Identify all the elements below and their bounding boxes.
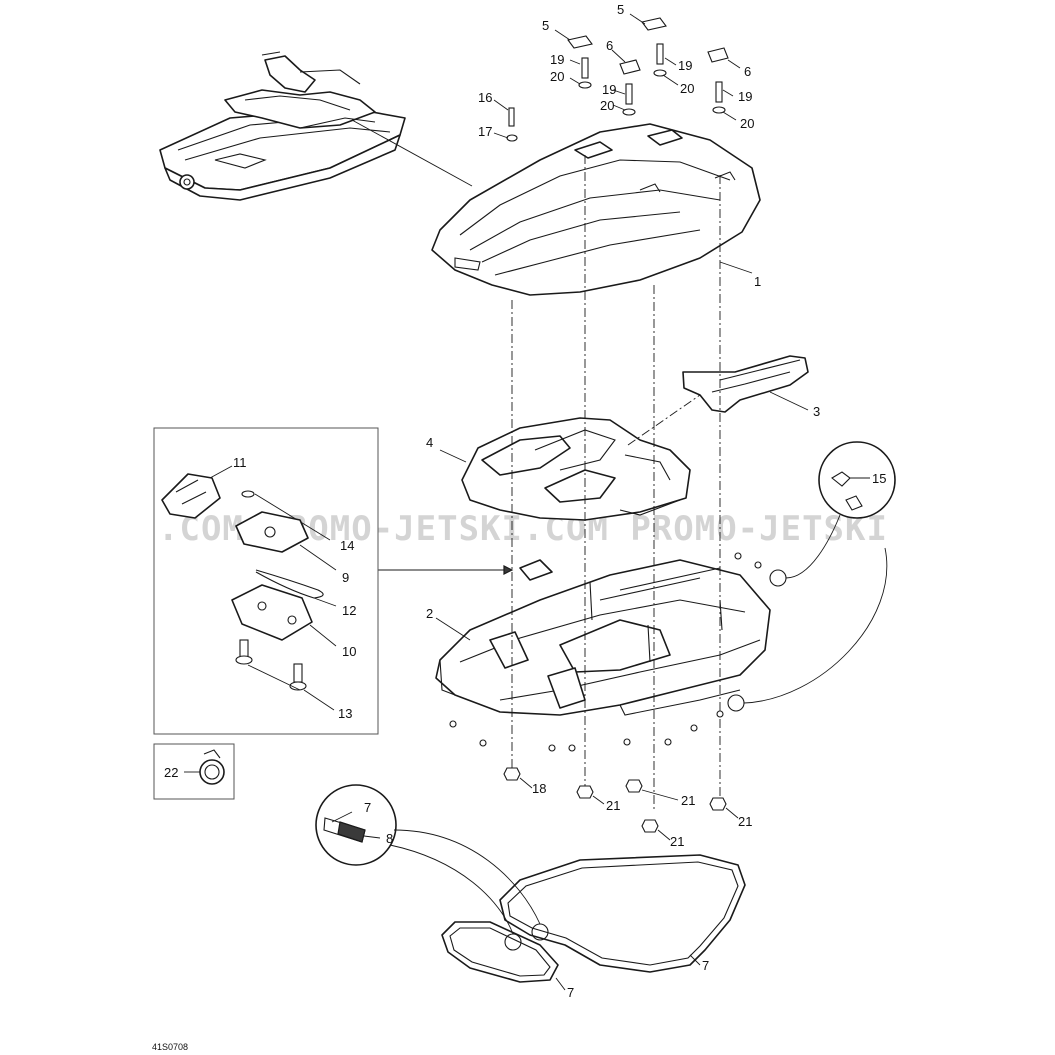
callout-20d: 20	[740, 116, 754, 131]
callout-8: 8	[386, 831, 393, 846]
callout-19d: 19	[738, 89, 752, 104]
callout-21a: 21	[606, 798, 620, 813]
callout-7c: 7	[702, 958, 709, 973]
figure-code: 41S0708	[152, 1042, 188, 1052]
bottom-pan-part	[435, 559, 771, 716]
callout-7b: 7	[567, 985, 574, 1000]
detail-bubble-15	[727, 441, 896, 712]
callout-19b: 19	[678, 58, 692, 73]
lower-fasteners	[449, 552, 762, 841]
callout-2: 2	[426, 606, 433, 621]
callout-12: 12	[342, 603, 356, 618]
callout-7a: 7	[364, 800, 371, 815]
callout-18: 18	[532, 781, 546, 796]
callout-11: 11	[233, 455, 247, 470]
callout-3: 3	[813, 404, 820, 419]
callout-5a: 5	[542, 18, 549, 33]
callout-4: 4	[426, 435, 433, 450]
storage-tray-part	[439, 417, 691, 521]
callout-5b: 5	[617, 2, 624, 17]
callout-20c: 20	[600, 98, 614, 113]
callout-21c: 21	[670, 834, 684, 849]
callout-21b: 21	[681, 793, 695, 808]
latch-inset-box	[153, 427, 379, 735]
assembly-center-lines	[378, 155, 721, 810]
top-fasteners	[493, 13, 741, 142]
watercraft-overview-illustration	[159, 51, 473, 201]
rear-deflector-part	[682, 355, 809, 413]
callout-15: 15	[872, 471, 886, 486]
callout-20b: 20	[680, 81, 694, 96]
callout-9: 9	[342, 570, 349, 585]
clamp-inset-box	[153, 743, 235, 800]
top-cover-part	[431, 123, 761, 296]
callout-13: 13	[338, 706, 352, 721]
callout-14: 14	[340, 538, 354, 553]
callout-21d: 21	[738, 814, 752, 829]
callout-19c: 19	[602, 82, 616, 97]
callout-6b: 6	[744, 64, 751, 79]
callout-labels: 1 2 3 4 5 5 6 6 7 7 7 8 9 10 11 12 13 14…	[164, 2, 886, 1000]
callout-17: 17	[478, 124, 492, 139]
callout-19a: 19	[550, 52, 564, 67]
callout-1: 1	[754, 274, 761, 289]
callout-10: 10	[342, 644, 356, 659]
callout-16: 16	[478, 90, 492, 105]
callout-20a: 20	[550, 69, 564, 84]
callout-22: 22	[164, 765, 178, 780]
callout-6a: 6	[606, 38, 613, 53]
seal-part	[315, 784, 746, 991]
